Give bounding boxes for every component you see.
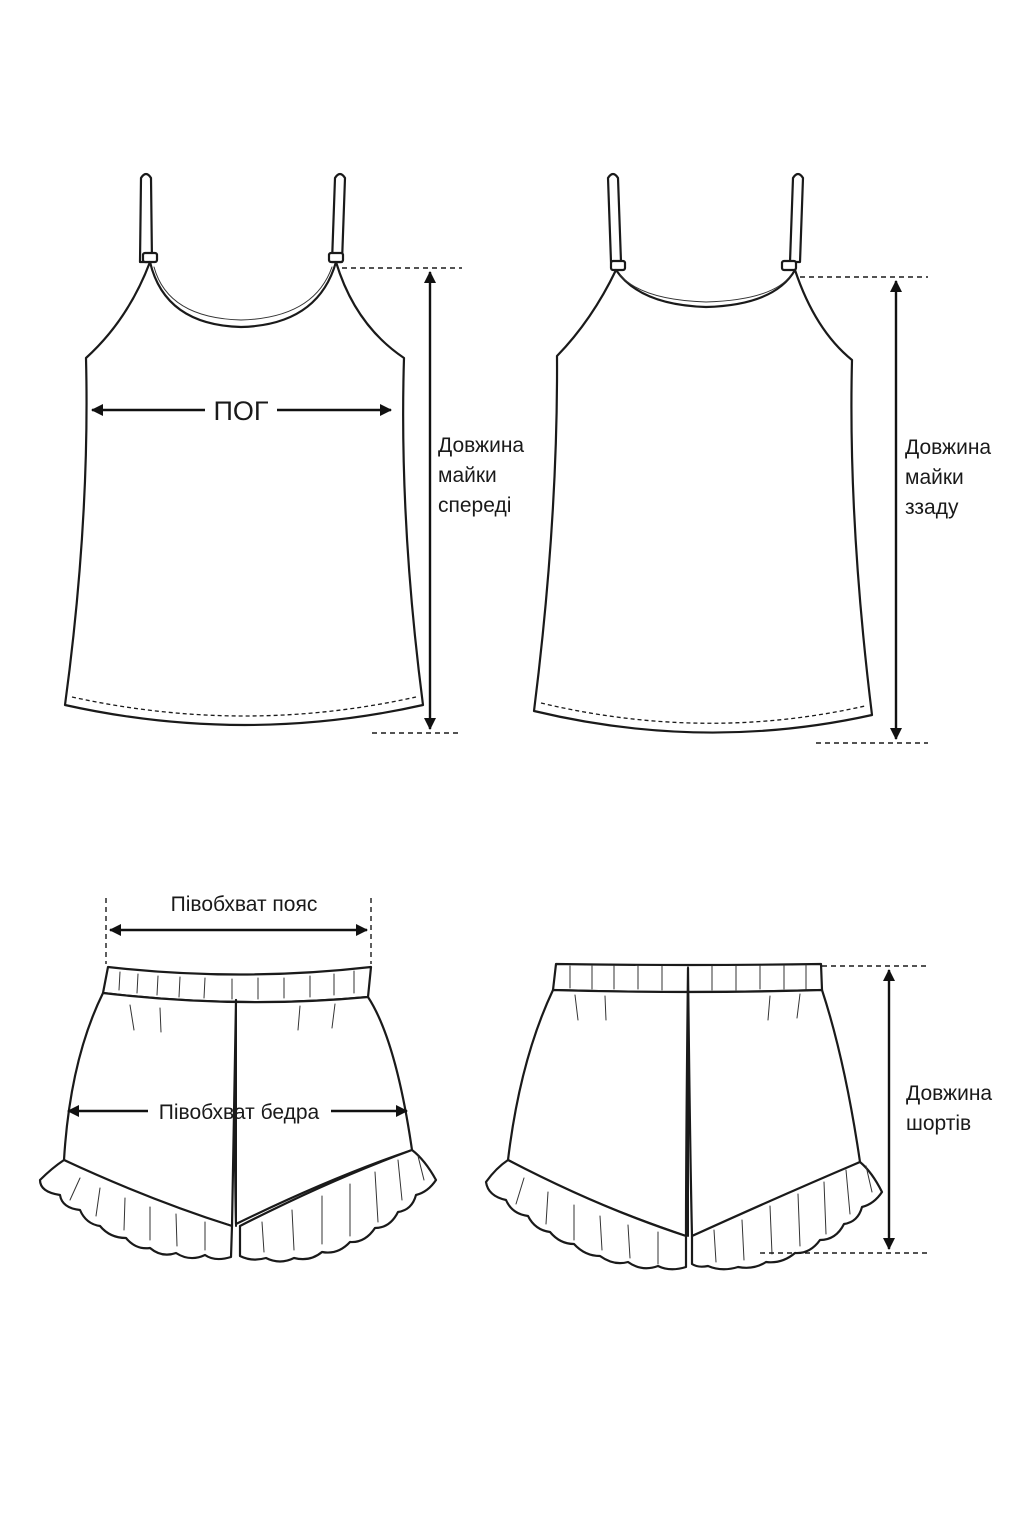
hip-half-label: Півобхват бедра: [159, 1101, 320, 1124]
back-length-measurement: Довжина майки ззаду: [800, 276, 997, 744]
shorts-back-left-ruffle: [484, 1158, 688, 1271]
right-strap: [788, 172, 805, 264]
front-length-label: Довжина майки спереді: [438, 434, 530, 517]
shorts-back-right-ruffle: [690, 1160, 884, 1271]
right-strap: [330, 172, 347, 264]
waist-half-label: Півобхват пояс: [171, 893, 318, 916]
camisole-front-drawing: [63, 172, 425, 727]
left-strap: [606, 172, 623, 264]
right-strap-slider: [327, 251, 345, 264]
waist-half-measurement: Півобхват пояс: [105, 893, 372, 964]
right-strap-slider: [780, 259, 798, 272]
camisole-back-drawing: [532, 172, 874, 734]
left-strap-slider: [141, 251, 159, 264]
left-strap-slider: [609, 259, 627, 272]
shorts-length-label: Довжина шортів: [906, 1082, 998, 1135]
chest-measurement: ПОГ: [91, 396, 392, 426]
chest-label: ПОГ: [213, 396, 268, 426]
hip-half-measurement: Півобхват бедра: [67, 1101, 408, 1124]
front-length-measurement: Довжина майки спереді: [342, 267, 530, 734]
shorts-length-measurement: Довжина шортів: [760, 965, 998, 1254]
back-length-label: Довжина майки ззаду: [905, 436, 997, 519]
shorts-front-left-ruffle: [38, 1158, 234, 1261]
shorts-front-drawing: [38, 965, 438, 1263]
shorts-back-drawing: [484, 962, 884, 1271]
camisole-front-body: [63, 260, 425, 727]
shorts-front-right-ruffle: [238, 1148, 438, 1263]
left-strap: [138, 172, 154, 264]
camisole-back-body: [532, 268, 874, 734]
